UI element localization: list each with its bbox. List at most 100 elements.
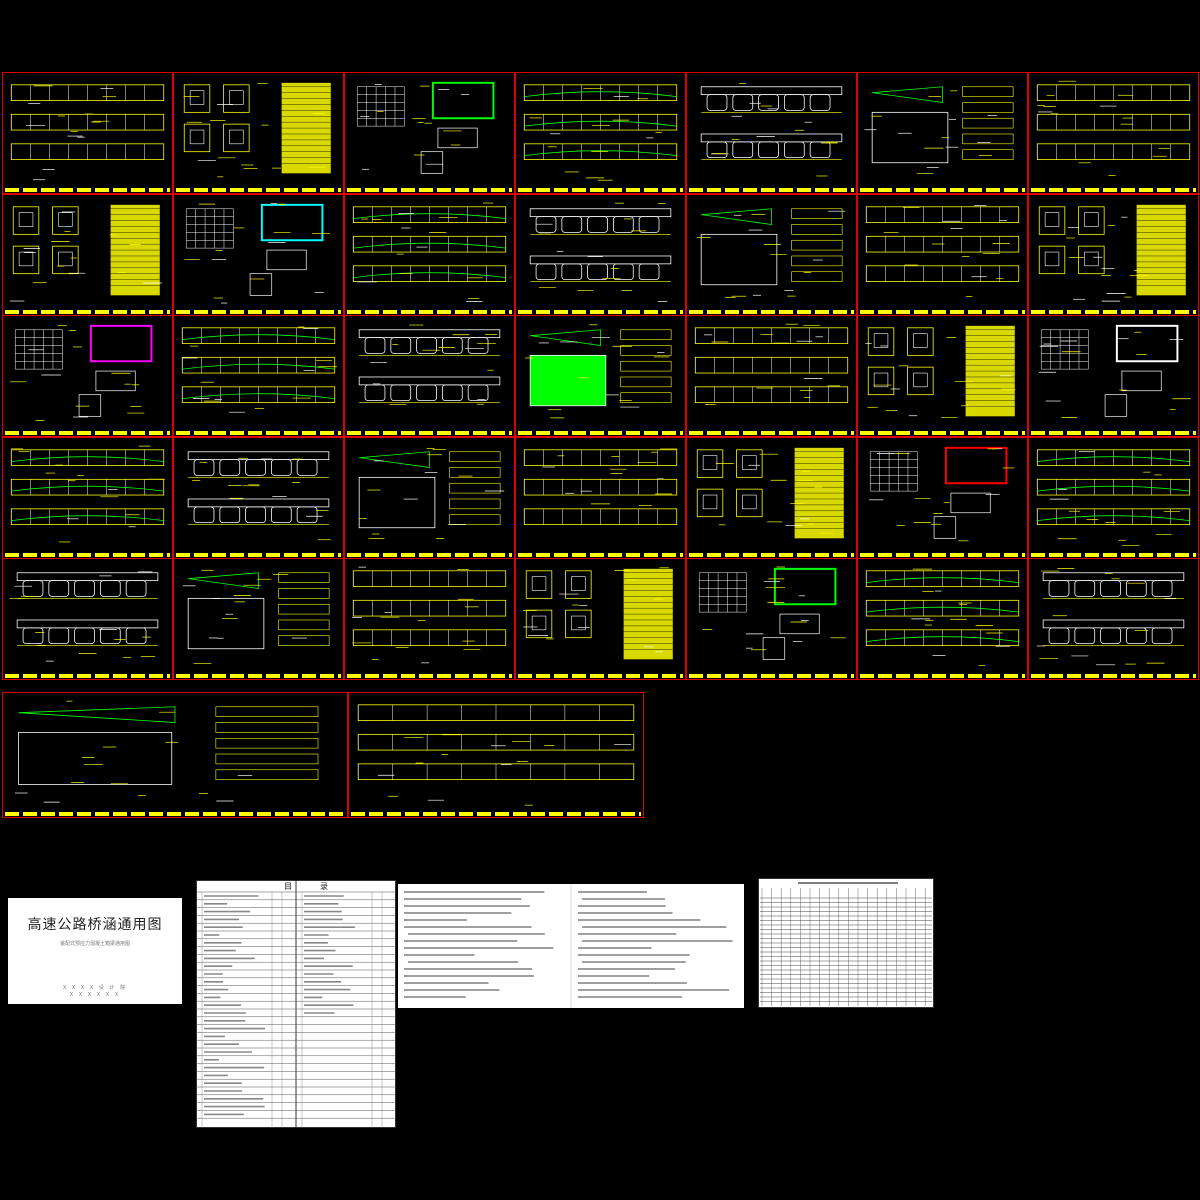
tendon-profile bbox=[866, 606, 1019, 613]
section-void bbox=[913, 333, 928, 348]
tendon-profile bbox=[11, 485, 164, 492]
reinforcement-block bbox=[1115, 324, 1179, 363]
box-cell bbox=[561, 215, 583, 233]
drawing-sheet[interactable] bbox=[857, 193, 1028, 316]
drawing-sheet[interactable] bbox=[2, 315, 173, 437]
deck-slab bbox=[700, 86, 843, 96]
drawing-sheet[interactable] bbox=[173, 72, 344, 194]
drawing-sheet[interactable] bbox=[857, 315, 1028, 437]
drawing-sheet[interactable] bbox=[686, 436, 857, 559]
box-cell bbox=[1074, 627, 1096, 644]
drawing-sheet[interactable] bbox=[173, 436, 344, 559]
drawing-sheet[interactable] bbox=[344, 193, 515, 316]
tendon-profile bbox=[1037, 485, 1190, 492]
deck-slab bbox=[187, 450, 330, 460]
table-of-contents-sheet[interactable]: 目 录 bbox=[196, 880, 396, 1128]
note-block bbox=[215, 737, 319, 749]
deck-slab bbox=[529, 255, 672, 264]
sheet-title-block bbox=[347, 552, 512, 557]
drawing-sheet[interactable] bbox=[1028, 193, 1199, 316]
drawing-sheet[interactable] bbox=[857, 72, 1028, 194]
sheet-drawing bbox=[9, 571, 159, 662]
cover-footer-line1: X X X X 设 计 院 bbox=[62, 985, 128, 991]
drawing-sheet[interactable] bbox=[2, 193, 173, 316]
drawing-sheet[interactable] bbox=[2, 692, 348, 818]
section-void bbox=[18, 211, 34, 227]
cover-page[interactable]: 高速公路桥涵通用图 装配式预应力混凝土箱梁通用图 X X X X 设 计 院 X… bbox=[8, 898, 182, 1004]
drawing-sheet[interactable] bbox=[515, 558, 686, 680]
box-cell bbox=[706, 94, 728, 111]
detail-panel bbox=[358, 476, 436, 528]
drawing-sheet[interactable] bbox=[515, 315, 686, 437]
deck-slab bbox=[358, 376, 501, 386]
quantity-table-sheet[interactable] bbox=[758, 878, 934, 1008]
detail-box bbox=[933, 515, 957, 539]
drawing-sheet[interactable] bbox=[515, 193, 686, 316]
section-outline bbox=[867, 366, 895, 396]
tendon-profile bbox=[1037, 455, 1190, 462]
section-void bbox=[571, 576, 586, 591]
section-void bbox=[229, 90, 244, 105]
sheet-title-block bbox=[689, 674, 854, 678]
drawing-sheet[interactable] bbox=[344, 315, 515, 437]
drawing-sheet[interactable] bbox=[344, 558, 515, 680]
detail-outline bbox=[872, 86, 943, 103]
section-void bbox=[531, 615, 547, 631]
section-void bbox=[189, 129, 205, 145]
section-void bbox=[58, 251, 73, 266]
drawing-sheet[interactable] bbox=[1028, 436, 1199, 559]
box-cell bbox=[193, 505, 215, 523]
drawing-sheet[interactable] bbox=[2, 72, 173, 194]
box-cell bbox=[193, 458, 215, 476]
tendon-profile bbox=[353, 271, 506, 278]
sheet-title-block bbox=[1031, 309, 1196, 314]
sheet-drawing bbox=[181, 326, 337, 413]
box-cell bbox=[48, 627, 70, 644]
drawing-sheet[interactable] bbox=[686, 193, 857, 316]
section-outline bbox=[907, 366, 934, 396]
drawing-sheet[interactable] bbox=[348, 692, 644, 818]
detail-outline bbox=[701, 207, 772, 225]
drawing-sheet[interactable] bbox=[1028, 72, 1199, 194]
drawing-sheet[interactable] bbox=[173, 193, 344, 316]
detail-panel bbox=[529, 354, 607, 407]
note-block bbox=[449, 482, 501, 493]
sheet-drawing bbox=[1036, 568, 1185, 666]
drawing-sheet[interactable] bbox=[686, 558, 857, 680]
drawing-sheet[interactable] bbox=[1028, 315, 1199, 437]
box-cell bbox=[48, 580, 70, 597]
sheet-title-block bbox=[689, 431, 854, 435]
detail-table bbox=[266, 249, 307, 270]
drawing-sheet[interactable] bbox=[515, 72, 686, 194]
drawing-sheet[interactable] bbox=[1028, 558, 1199, 680]
sheet-drawing bbox=[1038, 204, 1186, 301]
deck-slab bbox=[1042, 619, 1185, 629]
sheet-title-block bbox=[5, 674, 170, 678]
box-cell bbox=[125, 627, 147, 644]
drawing-sheet[interactable] bbox=[2, 436, 173, 559]
notes-text-lines bbox=[404, 884, 733, 1008]
tendon-profile bbox=[182, 363, 335, 370]
note-block bbox=[215, 706, 319, 717]
box-cell bbox=[441, 337, 463, 354]
drawing-sheet[interactable] bbox=[173, 558, 344, 680]
drawing-sheet[interactable] bbox=[515, 436, 686, 559]
note-block bbox=[620, 329, 672, 340]
box-cell bbox=[587, 262, 608, 280]
box-cell bbox=[74, 627, 95, 644]
drawing-sheet[interactable] bbox=[344, 436, 515, 559]
note-block bbox=[791, 207, 843, 219]
sheet-title-block bbox=[347, 674, 512, 678]
section-void bbox=[702, 494, 718, 509]
drawing-sheet[interactable] bbox=[344, 72, 515, 194]
drawing-sheet[interactable] bbox=[686, 72, 857, 194]
tendon-profile bbox=[182, 393, 335, 400]
drawing-sheet[interactable] bbox=[173, 315, 344, 437]
design-notes-sheet[interactable] bbox=[398, 884, 744, 1008]
drawing-sheet[interactable] bbox=[857, 558, 1028, 680]
section-void bbox=[531, 576, 547, 591]
drawing-sheet[interactable] bbox=[2, 558, 173, 680]
drawing-sheet[interactable] bbox=[686, 315, 857, 437]
drawing-sheet[interactable] bbox=[857, 436, 1028, 559]
